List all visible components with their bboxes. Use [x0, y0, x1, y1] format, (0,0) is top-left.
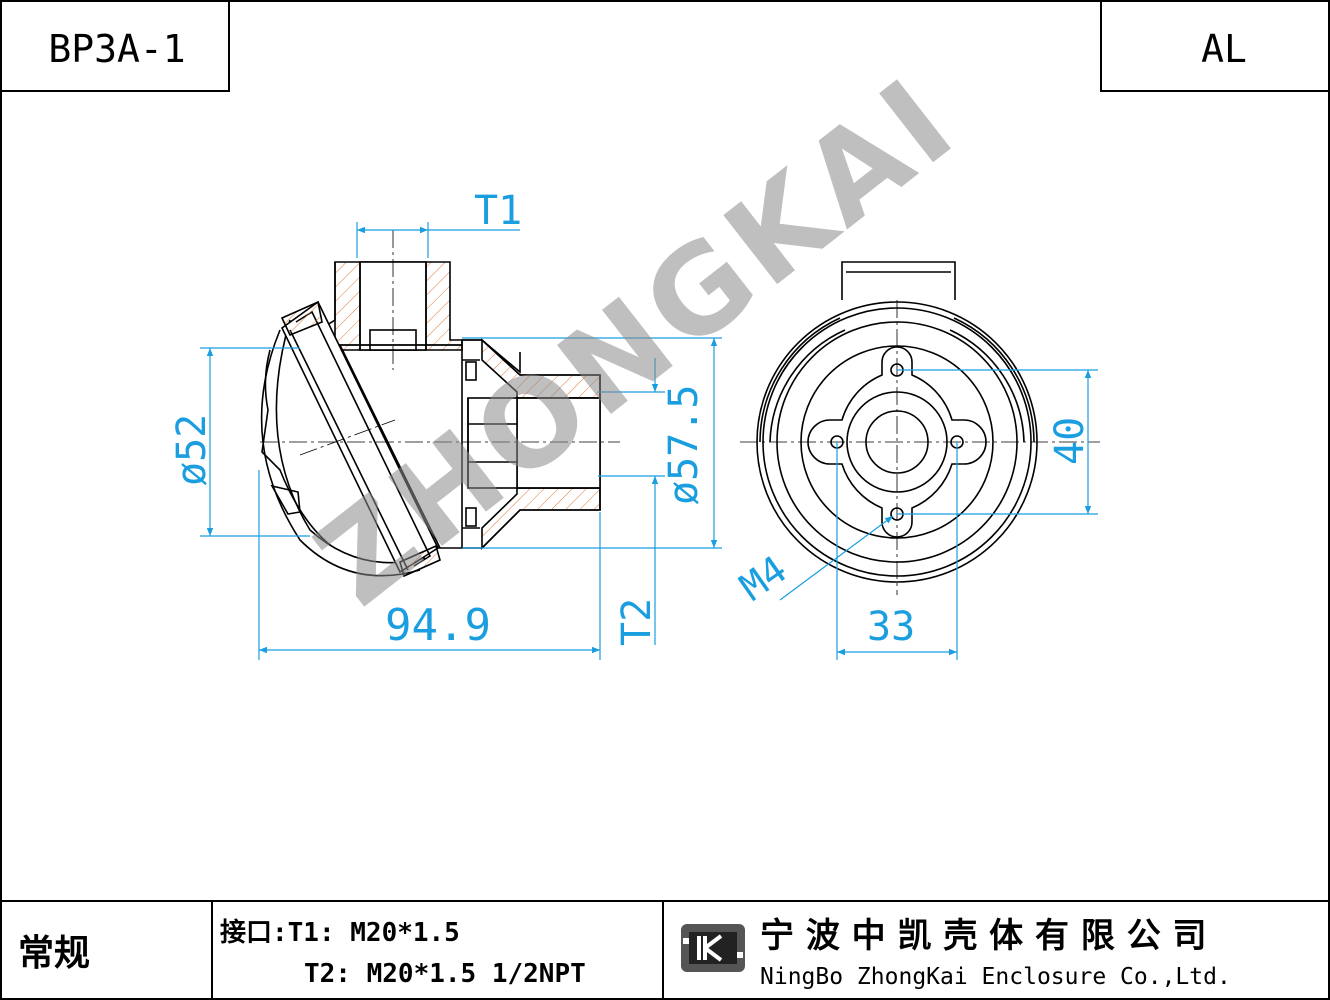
dim-33: 33: [867, 604, 915, 650]
dim-t1: T1: [474, 188, 522, 234]
dim-length: 94.9: [385, 600, 491, 651]
centerlines-left: [260, 230, 620, 456]
company-name-cn: 宁 波 中 凯 壳 体 有 限 公 司: [760, 916, 1207, 956]
material-code: AL: [1201, 27, 1247, 71]
company-name-en: NingBo ZhongKai Enclosure Co.,Ltd.: [760, 964, 1231, 990]
dimension-lines: [200, 222, 1098, 660]
interface-t2: T2: M20*1.5 1/2NPT: [304, 959, 586, 989]
dim-d52: ø52: [169, 414, 215, 486]
dim-d57: ø57.5: [661, 385, 707, 505]
company-logo: [681, 924, 745, 972]
centerlines-right: [740, 300, 1100, 595]
interface-t1: 接口:T1: M20*1.5: [220, 918, 460, 948]
model-number: BP3A-1: [48, 27, 185, 71]
dim-t2: T2: [614, 598, 660, 646]
dim-40: 40: [1047, 417, 1093, 465]
category-label: 常规: [18, 933, 90, 974]
dim-m4: M4: [732, 547, 795, 609]
